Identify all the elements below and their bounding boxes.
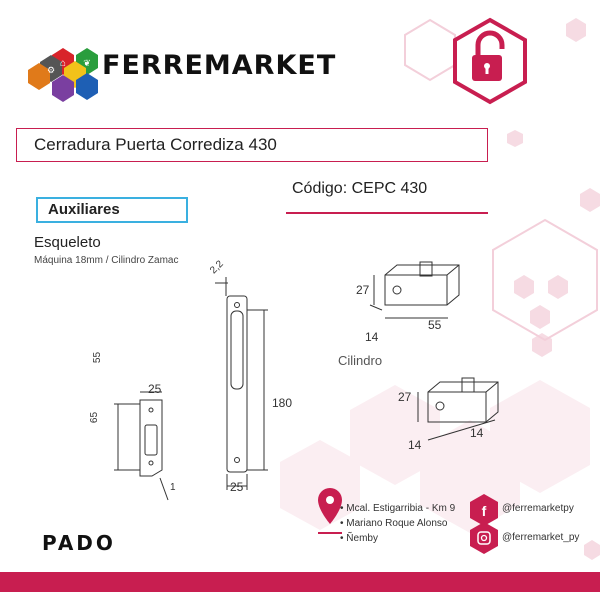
bottom-bar — [0, 572, 600, 592]
hex-decoration — [507, 130, 523, 147]
hex-decoration — [490, 380, 590, 493]
category-label: Auxiliares — [48, 201, 120, 218]
hex-decoration — [584, 540, 600, 560]
map-pin-icon — [318, 488, 342, 534]
dim-plate-width: 25 — [230, 480, 244, 494]
title-frame — [16, 128, 488, 162]
cylinder-drawing-2 — [417, 377, 499, 441]
hex-outline-decoration — [404, 18, 456, 82]
hex-decoration — [548, 275, 568, 299]
svg-text:f: f — [482, 503, 487, 519]
maker-logo: PADO — [42, 531, 116, 555]
faceplate-drawing — [215, 277, 268, 490]
unlocked-padlock-icon — [453, 17, 527, 105]
logo-mark: ⌂ ❦ ⚙ — [28, 48, 98, 102]
variant-label: Esqueleto — [34, 234, 101, 251]
svg-text:⚙: ⚙ — [47, 65, 55, 75]
category-frame — [36, 197, 188, 223]
product-code: Código: CEPC 430 — [292, 180, 428, 197]
hex-outline-decoration — [492, 218, 598, 342]
dim-cyl1-height: 27 — [356, 283, 370, 297]
facebook-icon: f — [470, 494, 498, 526]
address-line-2: • Mariano Roque Alonso — [340, 518, 448, 529]
dim-strike-bottom: 1 — [170, 482, 176, 493]
hex-decoration — [566, 18, 586, 42]
cylinder-label: Cilindro — [338, 353, 383, 368]
facebook-handle[interactable]: @ferremarketpy — [502, 503, 574, 514]
product-title: Cerradura Puerta Corrediza 430 — [34, 135, 277, 154]
code-underline — [286, 212, 488, 214]
dim-cyl2-depth: 14 — [408, 438, 422, 452]
svg-text:⌂: ⌂ — [60, 58, 66, 69]
address-line-1: • Mcal. Estigarribia - Km 9 — [340, 503, 456, 514]
dim-plate-height: 180 — [272, 396, 293, 410]
svg-text:❦: ❦ — [83, 58, 91, 68]
dim-strike-width: 25 — [148, 382, 162, 396]
spec-text: Máquina 18mm / Cilindro Zamac — [34, 255, 179, 266]
cylinder-drawing-1 — [369, 261, 460, 319]
hex-decoration — [580, 188, 600, 212]
hex-decoration — [530, 305, 550, 329]
dim-strike-left: 65 — [89, 411, 101, 424]
instagram-handle[interactable]: @ferremarket_py — [502, 532, 580, 543]
brand-name: FERREMARKET — [102, 50, 337, 81]
dim-cyl2-length: 14 — [470, 426, 484, 440]
dim-cyl1-depth: 14 — [365, 330, 379, 344]
address-line-3: • Ñemby — [340, 533, 378, 544]
strike-plate-drawing — [114, 391, 169, 501]
hex-decoration — [514, 275, 534, 299]
instagram-icon — [470, 522, 498, 554]
hex-decoration — [280, 440, 360, 530]
dim-strike-top: 55 — [92, 351, 104, 364]
dim-cyl1-length: 55 — [428, 318, 442, 332]
dim-cyl2-height: 27 — [398, 390, 412, 404]
